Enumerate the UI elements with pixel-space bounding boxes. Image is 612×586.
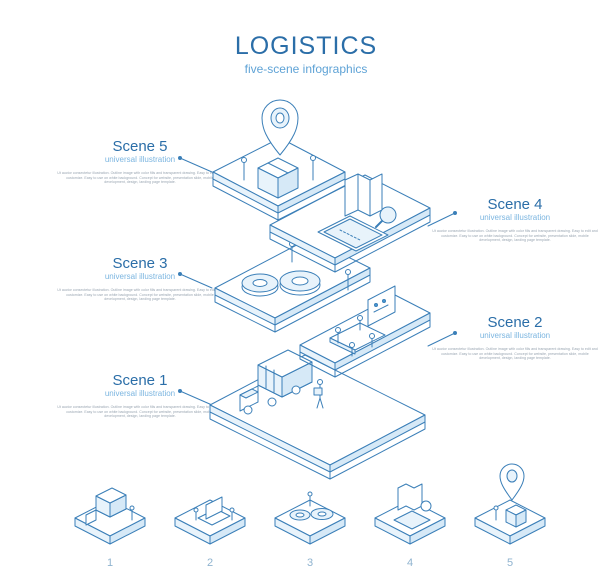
gears-icon <box>289 508 334 521</box>
scene-2-description: Ut auctor consectetur illustration. Outl… <box>432 347 598 361</box>
thumbnail-number-2: 2 <box>206 557 214 569</box>
scene-1-title: Scene 1 <box>112 372 168 389</box>
scene-3-title: Scene 3 <box>112 255 168 272</box>
infographic-subtitle: five-scene infographics <box>244 62 368 76</box>
box-icon <box>257 157 299 199</box>
scene-5-description: Ut auctor consectetur illustration. Outl… <box>57 171 223 185</box>
scene-3-description: Ut auctor consectetur illustration. Outl… <box>57 288 223 302</box>
thumbnail-number-4: 4 <box>406 557 414 569</box>
scene-2-subtitle: universal illustration <box>479 331 551 340</box>
infographic-title: LOGISTICS <box>234 32 378 60</box>
thumbnail-number-3: 3 <box>306 557 314 569</box>
thumbnail-2 <box>174 496 246 545</box>
thumbnail-5 <box>474 463 546 545</box>
location-pin-icon <box>261 99 299 156</box>
thumbnail-1 <box>74 487 146 545</box>
platform-scene-1 <box>209 349 426 480</box>
location-pin-icon <box>499 463 525 501</box>
presentation-board-icon <box>367 285 396 327</box>
scene-4-text: Scene 4 universal illustration Ut auctor… <box>430 196 600 243</box>
scene-5-text: Scene 5 universal illustration Ut auctor… <box>55 138 225 185</box>
map-icon <box>393 483 432 530</box>
platform-scene-3 <box>214 237 371 333</box>
truck-icon <box>85 487 127 526</box>
scene-1-subtitle: universal illustration <box>104 389 176 398</box>
scene-3-subtitle: universal illustration <box>104 272 176 281</box>
truck-icon <box>239 349 313 415</box>
scene-2-text: Scene 2 universal illustration Ut auctor… <box>430 314 600 361</box>
meeting-table-icon <box>193 496 235 526</box>
box-icon <box>505 504 527 528</box>
worker-figure <box>313 379 324 409</box>
gears-icon <box>241 270 321 297</box>
scene-2-title: Scene 2 <box>487 314 543 331</box>
platform-scene-5 <box>212 99 346 221</box>
platform-scene-2 <box>299 285 431 378</box>
magnifier-icon <box>375 206 397 228</box>
tablet-map-icon <box>317 215 389 252</box>
scene-1-description: Ut auctor consectetur illustration. Outl… <box>57 405 223 419</box>
scene-3-text: Scene 3 universal illustration Ut auctor… <box>55 255 225 302</box>
connector-lines <box>178 156 457 406</box>
platform-scene-4 <box>269 173 431 273</box>
folded-map-icon <box>344 173 383 217</box>
scene-4-description: Ut auctor consectetur illustration. Outl… <box>432 229 598 243</box>
thumbnail-number-1: 1 <box>106 557 114 569</box>
scene-5-title: Scene 5 <box>112 138 168 155</box>
thumbnail-number-5: 5 <box>506 557 514 569</box>
scene-5-subtitle: universal illustration <box>104 155 176 164</box>
meeting-table-icon <box>329 315 386 357</box>
scene-1-text: Scene 1 universal illustration Ut auctor… <box>55 372 225 419</box>
thumbnail-4 <box>374 483 446 545</box>
scene-4-title: Scene 4 <box>487 196 543 213</box>
scene-4-subtitle: universal illustration <box>479 213 551 222</box>
thumbnail-3 <box>274 491 346 545</box>
